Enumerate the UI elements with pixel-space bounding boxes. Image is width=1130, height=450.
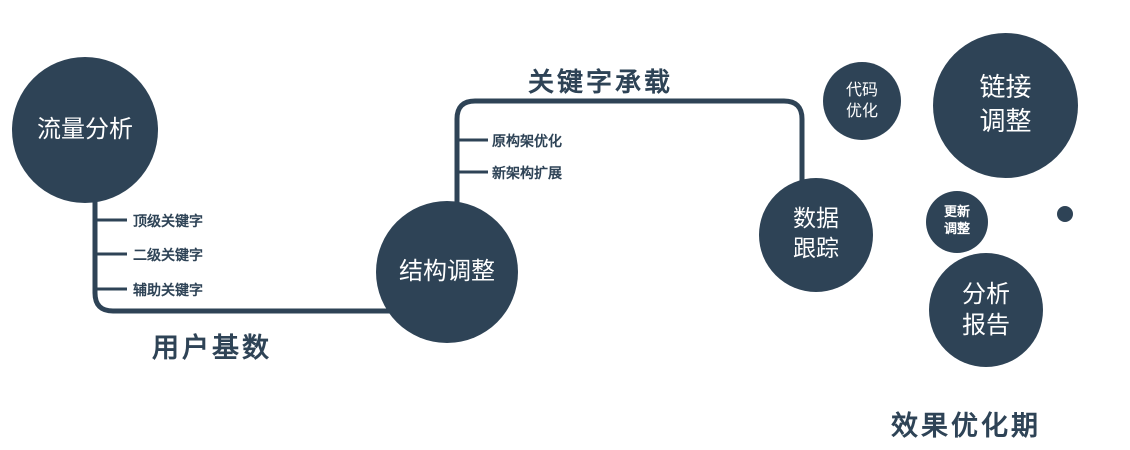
branch-label-second-keyword: 二级关键字 [133,248,203,264]
edge-label-user-base: 用户基数 [152,333,272,364]
connector-traffic-to-structure [92,180,436,314]
branch-label-top-keyword: 顶级关键字 [133,214,203,230]
node-link-adjustment: 链接 调整 [933,33,1078,178]
edge-label-keyword-carrying: 关键字承载 [528,68,674,98]
small-dot-marker [1057,206,1073,222]
node-update-adjustment: 更新 调整 [926,191,988,253]
keyword-branch-ticks [95,218,127,291]
footer-label-effect-optimization-period: 效果优化期 [891,411,1041,442]
connector-structure-to-data-tracking [454,98,805,216]
branch-label-new-architecture: 新架构扩展 [492,166,562,182]
branch-label-original-architecture: 原构架优化 [492,134,562,150]
node-structure-adjustment: 结构调整 [376,201,518,343]
node-traffic-analysis: 流量分析 [12,57,158,203]
node-data-tracking: 数据 跟踪 [759,178,873,292]
branch-label-auxiliary-keyword: 辅助关键字 [133,283,203,299]
node-code-optimization: 代码 优化 [823,62,901,140]
node-analysis-report: 分析 报告 [929,253,1043,367]
architecture-branch-ticks [457,138,488,174]
